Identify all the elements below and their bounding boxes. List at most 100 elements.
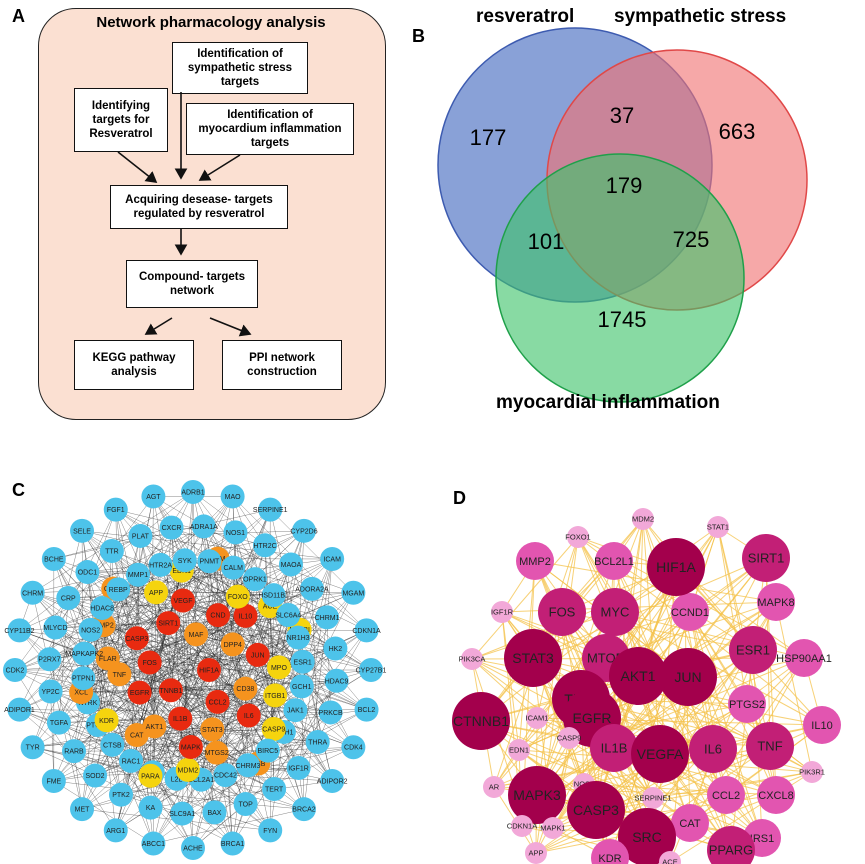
- network-c-edge: [170, 669, 372, 691]
- network-d-edge: [471, 658, 823, 726]
- network-c-edge: [14, 669, 171, 691]
- network-d-node-ctnnb1: CTNNB1: [452, 692, 510, 750]
- network-c-node-circle: [291, 797, 316, 822]
- network-c-edge: [179, 718, 194, 849]
- network-c-node-label: EDN1: [172, 568, 191, 575]
- network-c-edge: [84, 574, 139, 654]
- network-d-node-label: CTNNB1: [453, 713, 509, 729]
- network-c-edge: [182, 600, 269, 751]
- network-c-edge: [269, 731, 285, 831]
- network-c-edge: [153, 779, 202, 844]
- network-c-edge: [112, 630, 367, 746]
- network-c-edge: [140, 535, 189, 770]
- network-c-node-chrm3: CHRM3: [236, 753, 261, 778]
- network-c-node-fos: FOS: [137, 650, 162, 675]
- network-d-edge: [518, 749, 654, 799]
- network-c-edge: [269, 509, 333, 782]
- network-c-node-cam: CAM: [205, 546, 230, 571]
- network-d-node-circle: [516, 542, 554, 580]
- network-c-node-label: MMP1: [128, 572, 148, 579]
- network-c-edge: [87, 570, 182, 573]
- network-c-node-label: CDKN1A: [352, 628, 381, 635]
- network-c-edge: [106, 629, 300, 721]
- network-c-node-circle: [169, 558, 194, 583]
- network-c-edge: [53, 558, 299, 638]
- network-c-edge: [103, 625, 109, 659]
- network-d-node-label: CASP9: [557, 734, 582, 743]
- network-c-edge: [187, 769, 271, 831]
- network-d-node-circle: [591, 588, 639, 636]
- venn-label-sympathetic: sympathetic stress: [614, 6, 787, 27]
- network-d-edge: [532, 657, 771, 747]
- flow-box-sympathetic: Identification of sympathetic stress tar…: [172, 42, 308, 94]
- network-c-edge: [131, 752, 217, 762]
- network-d-edge: [536, 649, 754, 796]
- network-d-node-circle: [526, 707, 548, 729]
- network-d-node-circle: [508, 766, 566, 824]
- network-d-edge: [591, 676, 689, 719]
- network-c-edge: [182, 750, 268, 814]
- network-c-node-mmp1: MMP1: [126, 562, 150, 587]
- network-c-node-label: BCB: [251, 761, 266, 768]
- network-c-edge: [130, 680, 337, 762]
- network-c-node-label: VEGF: [173, 598, 192, 605]
- network-c-node-label: ABCC1: [142, 841, 165, 848]
- network-d-edge: [687, 601, 777, 678]
- network-d-node-akt1: AKT1: [609, 647, 667, 705]
- flow-box-myocardium: Identification of myocardium inflammatio…: [186, 103, 354, 155]
- network-d-edge: [637, 649, 754, 677]
- network-c-edge: [232, 763, 259, 844]
- network-d-node-circle: [511, 815, 533, 837]
- network-c-edge: [87, 571, 274, 730]
- network-c-edge: [53, 558, 194, 849]
- network-d-edge: [613, 675, 639, 749]
- network-c-node-adora2a: ADORA2A: [295, 576, 329, 601]
- network-c-edge: [152, 527, 172, 773]
- network-c-edge: [117, 589, 249, 766]
- network-c-edge: [248, 595, 274, 716]
- network-d-edge: [591, 717, 671, 863]
- network-c-node-circle: [255, 738, 280, 763]
- network-d-edge: [536, 536, 579, 719]
- network-c-edge: [203, 526, 271, 831]
- network-c-node-label: IL1B: [173, 716, 188, 723]
- network-c-node-cxcr: CXCR: [159, 515, 184, 540]
- network-d-edge: [532, 657, 611, 859]
- network-c-edge: [115, 570, 182, 831]
- network-c-edge: [55, 627, 233, 844]
- network-c-node-label: ESR1: [294, 659, 312, 666]
- network-d-edge: [501, 611, 520, 751]
- network-c-edge: [150, 564, 161, 808]
- network-c-edge: [335, 648, 372, 671]
- network-c-edge: [247, 750, 268, 766]
- network-c-edge: [212, 630, 367, 730]
- network-c-edge: [274, 695, 333, 782]
- network-c-node-egfr: EGFR: [127, 680, 152, 705]
- network-c-node-circle: [83, 763, 108, 788]
- network-d-edge: [577, 536, 805, 659]
- network-c-node-circle: [245, 642, 270, 667]
- network-c-edge: [68, 526, 204, 599]
- network-d-node-myc: MYC: [591, 588, 639, 636]
- network-d-node-circle: [582, 634, 630, 682]
- network-c-edge: [212, 606, 271, 730]
- network-c-edge: [81, 808, 271, 831]
- network-c-edge: [247, 709, 367, 766]
- network-d-node-cxcl8: CXCL8: [757, 776, 795, 814]
- network-c-node-nfkbi: NFKBI: [287, 617, 312, 642]
- network-c-edge: [136, 638, 280, 668]
- network-c-edge: [50, 691, 276, 696]
- network-d-edge: [534, 560, 607, 659]
- network-d-edge: [591, 601, 777, 719]
- network-c-edge: [58, 588, 114, 723]
- network-d-node-circle: [609, 647, 667, 705]
- network-d-edge: [580, 611, 691, 700]
- network-c-node-label: BCL2A1: [188, 777, 214, 784]
- network-c-edge: [232, 567, 305, 810]
- network-d-edge: [552, 827, 611, 859]
- network-c-edge: [190, 695, 276, 748]
- network-c-edge: [278, 667, 367, 710]
- network-d-edge: [480, 720, 763, 839]
- network-c-node-label: MTGS2: [205, 750, 229, 757]
- network-c-edge: [19, 588, 313, 710]
